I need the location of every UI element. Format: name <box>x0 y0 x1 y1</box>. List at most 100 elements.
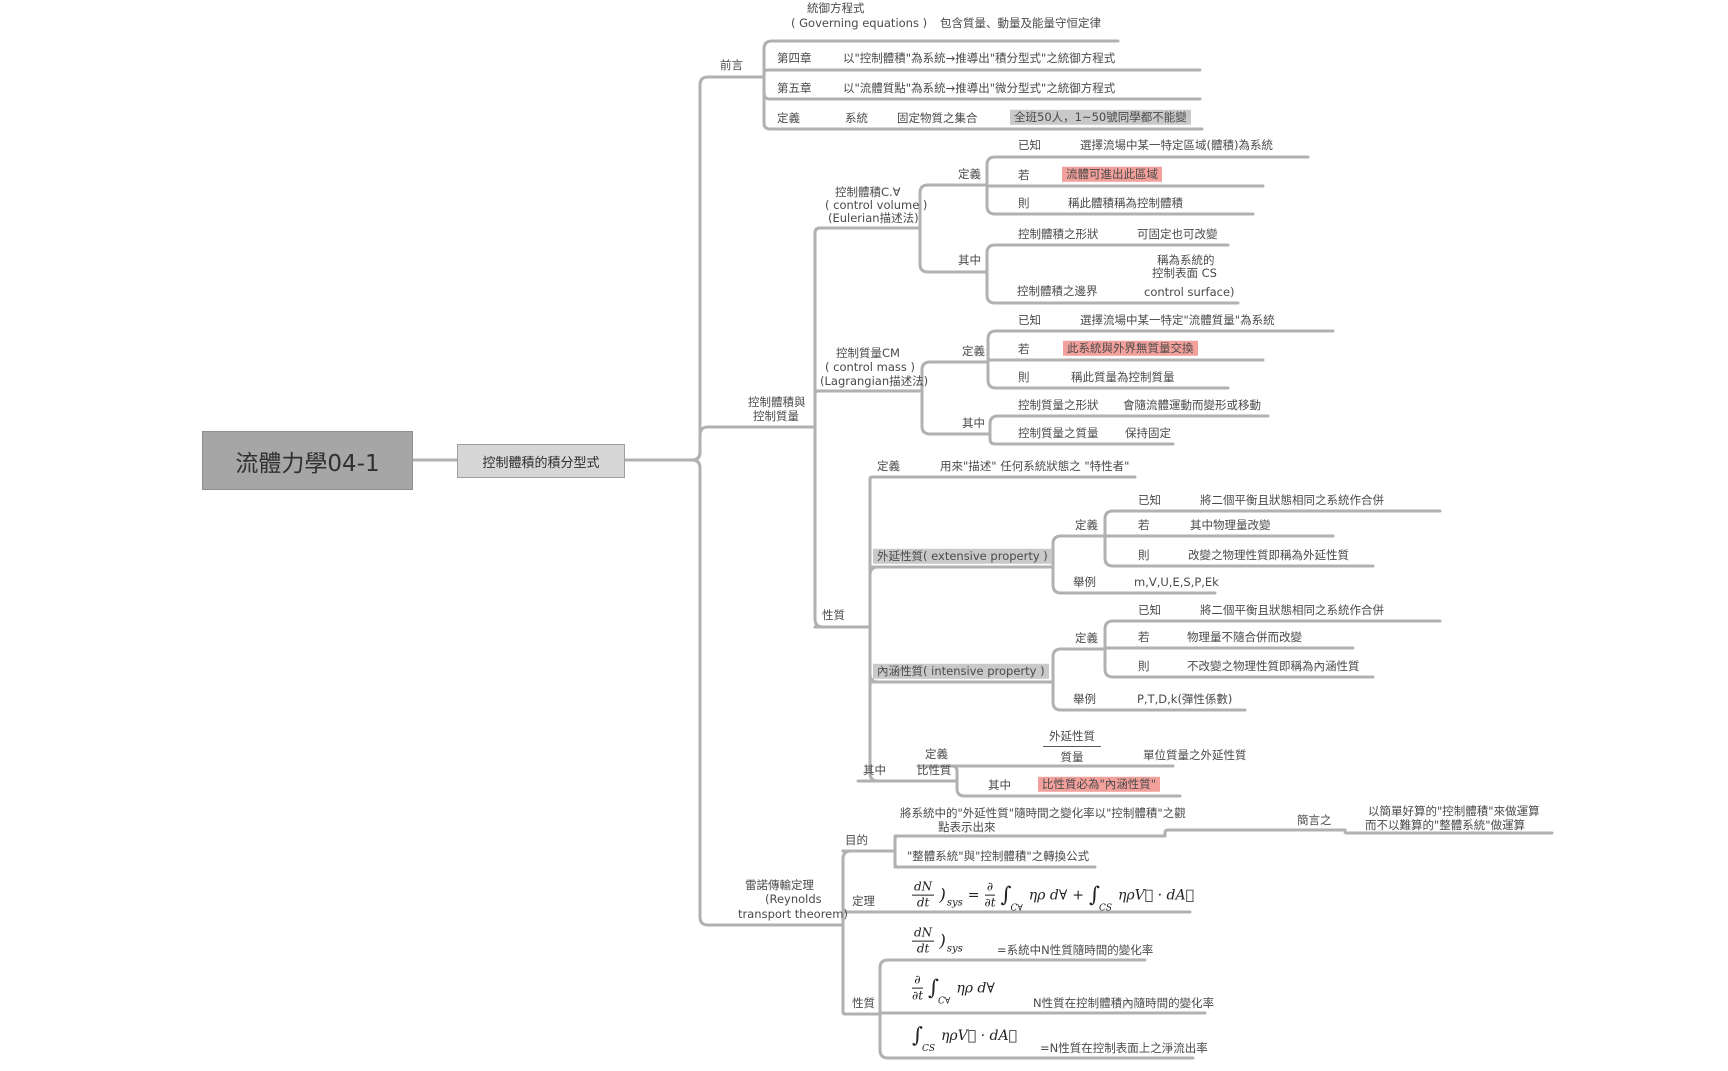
spec-definition-row-text: 定義 <box>925 746 948 761</box>
int-then-text: 不改變之物理性質即稱為內涵性質 <box>1187 658 1360 673</box>
cv-boundary-text: 控制表面 CS <box>1152 265 1217 280</box>
edge <box>762 68 772 79</box>
row-system-definition-text: 全班50人，1~50號同學都不能變 <box>1010 109 1191 125</box>
formula-text: ηρV⃗ · dA⃗ <box>941 1027 1017 1044</box>
cv-def-if-text: 若 <box>1018 167 1030 182</box>
root-topic-label: 流體力學04-1 <box>235 450 380 477</box>
prop-definition-text: 定義 <box>877 458 900 473</box>
cm-def-if-text: 若 <box>1018 341 1030 356</box>
cv-def-then-text: 稱此體積稱為控制體積 <box>1068 195 1183 210</box>
ext-then-text: 則 <box>1138 547 1150 562</box>
row-governing-equations-text: 統御方程式 <box>807 0 865 15</box>
edge <box>1103 534 1135 568</box>
sub-topic[interactable]: 控制體積的積分型式 <box>457 444 625 478</box>
rey-properties-text: 性質 <box>852 995 875 1010</box>
fraction-numerator: dN <box>912 926 935 942</box>
row-governing-equations-text: ( Governing equations ) <box>791 15 928 30</box>
row-governing-equations-text: 包含質量、動量及能量守恒定律 <box>940 15 1101 30</box>
cv-shape-text: 控制體積之形狀 <box>1018 226 1099 241</box>
topic-extensive-property-text: 外延性質( extensive property ) <box>873 548 1052 564</box>
formula-text: ηρ d∀ <box>956 980 995 997</box>
rey-term1-text: =系統中N性質隨時間的變化率 <box>997 942 1154 957</box>
edge <box>988 414 1015 436</box>
edge <box>988 432 1015 446</box>
int-then-text: 則 <box>1138 658 1150 673</box>
edge <box>1051 565 1072 595</box>
rey-in-short-value-text: 而不以難算的"整體系統"做運算 <box>1365 817 1526 832</box>
fraction-term: ∂∂t <box>984 880 996 910</box>
formula-text: + <box>1072 887 1085 904</box>
topic-control-mass-text: ( control mass ) <box>825 359 916 374</box>
integral-subscript: C∀ <box>1010 903 1023 914</box>
edge <box>1103 619 1135 651</box>
int-if-text: 若 <box>1138 629 1150 644</box>
fraction-denominator: ∂t <box>984 895 996 910</box>
edge <box>762 39 790 79</box>
cv-boundary-text: 稱為系統的 <box>1157 252 1215 267</box>
branch-cv-cm-text: 控制體積與 <box>748 394 806 409</box>
branch-reynolds-text: (Reynolds <box>765 891 822 906</box>
int-examples-text: 舉例 <box>1073 691 1096 706</box>
edge <box>1163 828 1292 838</box>
fraction-numerator: ∂ <box>984 880 996 896</box>
int-given-text: 已知 <box>1138 602 1161 617</box>
spec-note-row-text: 其中 <box>988 777 1011 792</box>
cm-mass-text: 控制質量之質量 <box>1018 425 1099 440</box>
edge <box>878 1012 907 1060</box>
topic-control-mass-text: (Lagrangian描述法) <box>820 373 929 388</box>
paren: ) <box>939 931 946 952</box>
ext-given-text: 已知 <box>1138 492 1161 507</box>
integral-sign: ∫C∀ <box>928 975 951 1007</box>
edge <box>623 458 737 927</box>
formula-text: = <box>967 887 980 904</box>
branch-properties-text: 性質 <box>822 607 845 622</box>
branch-reynolds-text: 雷諾傳輸定理 <box>745 877 814 892</box>
root-topic[interactable]: 流體力學04-1 <box>202 431 413 490</box>
cv-def-given-text: 已知 <box>1018 137 1041 152</box>
row-system-definition-text: 定義 <box>777 110 800 125</box>
branch-intro-text: 前言 <box>720 57 743 72</box>
row-chapter4-text: 以"控制體積"為系統→推導出"積分型式"之統御方程式 <box>843 50 1116 65</box>
cv-boundary-text: control surface) <box>1144 284 1235 299</box>
cm-shape-text: 會隨流體運動而變形或移動 <box>1123 397 1261 412</box>
edge <box>878 958 907 1016</box>
integral-sign: ∫CS <box>1089 882 1113 914</box>
formula: ∂∂t∫C∀ηρ d∀ <box>912 973 995 1007</box>
cm-shape-text: 控制質量之形狀 <box>1018 397 1099 412</box>
ext-definition-text: 定義 <box>1075 517 1098 532</box>
rey-in-short-value-text: 以簡單好算的"控制體積"來做運算 <box>1368 803 1540 818</box>
topic-control-mass-text: 控制質量CM <box>836 345 900 360</box>
spec-definition-row-text: 單位質量之外延性質 <box>1143 747 1247 762</box>
cm-def-if-text: 此系統與外界無質量交換 <box>1063 340 1198 356</box>
edge <box>985 155 1015 187</box>
edge <box>985 183 1015 216</box>
branch-cv-cm-text: 控制質量 <box>753 408 799 423</box>
integral-sign: ∫C∀ <box>1000 882 1023 914</box>
row-chapter5-text: 以"流體質點"為系統→推導出"微分型式"之統御方程式 <box>843 80 1116 95</box>
cv-def-given-text: 選擇流場中某一特定區域(體積)為系統 <box>1080 137 1273 152</box>
integral-sign: ∫CS <box>912 1022 936 1054</box>
topic-control-volume-text: (Eulerian描述法) <box>828 210 919 225</box>
branch-reynolds-text: transport theorem) <box>738 906 848 921</box>
ext-examples-text: m,V,U,E,S,P,Ek <box>1134 574 1219 589</box>
fraction-numerator: ∂ <box>912 973 923 989</box>
sub-topic-label: 控制體積的積分型式 <box>482 455 600 471</box>
fraction-denominator: dt <box>916 895 930 910</box>
ext-examples-text: 舉例 <box>1073 574 1096 589</box>
ratio-denominator: 質量 <box>1060 750 1084 764</box>
row-system-definition-text: 固定物質之集合 <box>897 110 978 125</box>
row-chapter4-text: 第四章 <box>777 50 812 65</box>
cv-def-then-text: 則 <box>1018 195 1030 210</box>
cm-def-given-text: 已知 <box>1018 312 1041 327</box>
row-chapter5-text: 第五章 <box>777 80 812 95</box>
cm-def-given-text: 選擇流場中某一特定"流體質量"為系統 <box>1080 312 1275 327</box>
rey-theorem-row-text: 定理 <box>852 893 875 908</box>
cv-shape-text: 可固定也可改變 <box>1137 226 1218 241</box>
ext-then-text: 改變之物理性質即稱為外延性質 <box>1188 547 1349 562</box>
edge <box>1103 647 1135 679</box>
cm-definition-text: 定義 <box>962 343 985 358</box>
